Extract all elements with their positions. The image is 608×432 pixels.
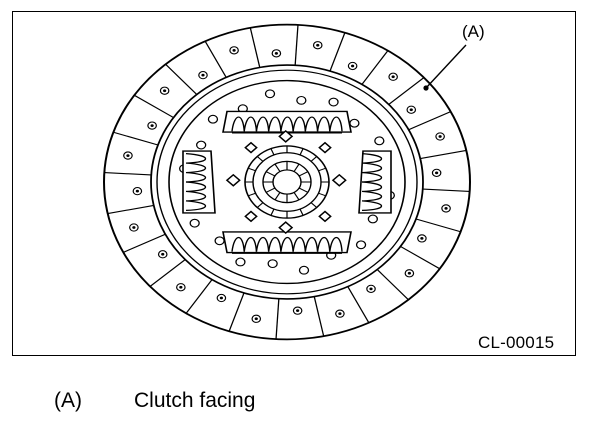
plate-square-windows bbox=[225, 129, 347, 235]
splined-hub bbox=[244, 145, 330, 219]
callout-leader-line bbox=[425, 44, 467, 89]
facing-rivets bbox=[123, 41, 451, 323]
disc-plate bbox=[168, 79, 406, 285]
callout-label-a: (A) bbox=[462, 22, 485, 41]
legend-text: Clutch facing bbox=[134, 389, 256, 412]
damper-spring-top bbox=[222, 110, 352, 134]
clutch-disc bbox=[103, 23, 471, 341]
callout-leader-dot bbox=[423, 85, 429, 91]
legend: (A) Clutch facing bbox=[54, 389, 255, 413]
figure-code: CL-00015 bbox=[478, 333, 555, 352]
damper-spring-bottom bbox=[222, 231, 352, 254]
clutch-facing-inner-edge bbox=[150, 64, 424, 300]
clutch-facing-outer-edge bbox=[103, 23, 471, 341]
damper-spring-left bbox=[182, 150, 216, 214]
damper-spring-right bbox=[358, 150, 392, 214]
legend-key: (A) bbox=[54, 389, 82, 412]
facing-segment-lines bbox=[104, 24, 470, 340]
cushion-plate bbox=[156, 69, 418, 295]
